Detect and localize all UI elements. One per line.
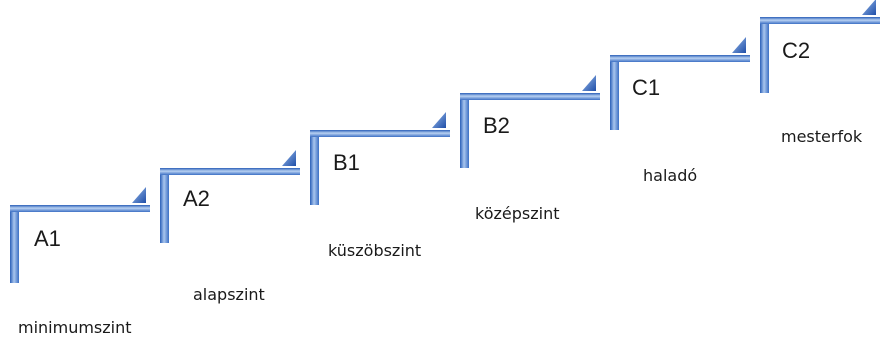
step-code-a1: A1 [34,226,61,251]
step-riser-c1 [610,55,619,130]
step-desc-c2: mesterfok [781,127,863,146]
step-code-b1: B1 [333,150,360,175]
step-corner-triangle-b2 [582,75,596,91]
step-code-c2: C2 [782,38,811,63]
step-tread-a1 [10,205,150,212]
step-desc-a1: minimumszint [18,318,132,337]
step-corner-triangle-c1 [732,37,746,53]
step-b1 [310,112,450,205]
step-desc-b2: középszint [475,204,560,223]
step-corner-triangle-a1 [132,187,146,203]
step-corner-triangle-b1 [432,112,446,128]
step-tread-c2 [760,17,880,24]
step-code-b2: B2 [483,113,510,138]
step-a1 [10,187,150,283]
step-riser-a1 [10,205,19,283]
step-riser-c2 [760,17,769,93]
step-desc-a2: alapszint [193,285,265,304]
step-desc-b1: küszöbszint [328,241,422,260]
step-b2 [460,75,600,168]
step-riser-a2 [160,168,169,243]
step-code-c1: C1 [632,75,661,100]
step-a2 [160,150,300,243]
step-corner-triangle-a2 [282,150,296,166]
step-desc-c1: haladó [643,166,698,185]
step-corner-triangle-c2 [862,0,876,15]
step-tread-b1 [310,130,450,137]
step-riser-b1 [310,130,319,205]
step-tread-a2 [160,168,300,175]
step-code-a2: A2 [183,186,210,211]
step-c1 [610,37,750,130]
step-tread-c1 [610,55,750,62]
step-riser-b2 [460,93,469,168]
step-c2 [760,0,880,93]
step-tread-b2 [460,93,600,100]
